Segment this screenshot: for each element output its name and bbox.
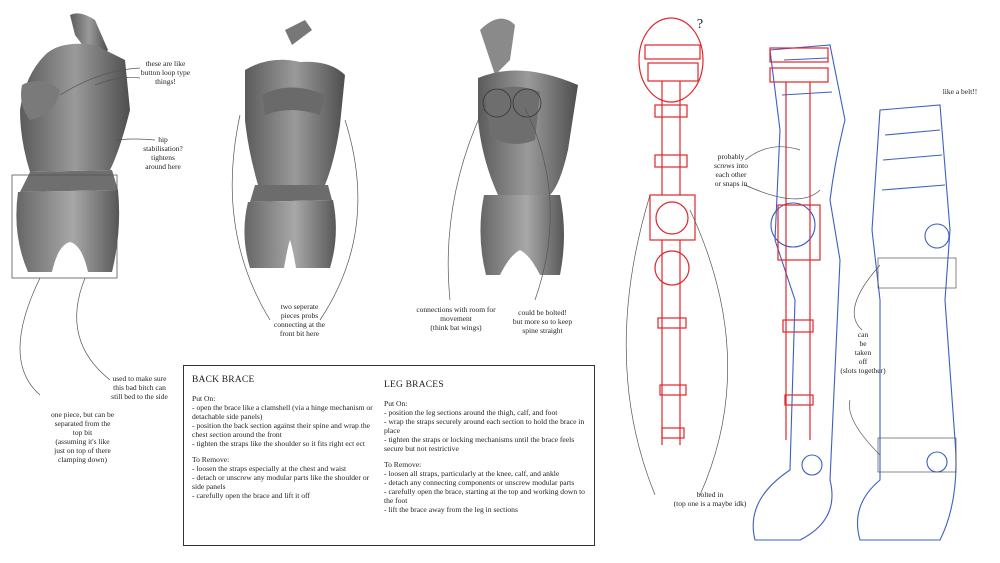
list-item: position the back section against their … [192,421,380,439]
blue-leg-brace-sketch [752,44,846,541]
list-item: detach or unscrew any modular parts like… [192,473,380,491]
red-leg-brace-sketch [638,17,704,445]
leg-braces-remove-list: loosen all straps, particularly at the k… [384,469,589,514]
note-button-loops: these are like button loop type things! [140,59,191,86]
back-brace-put-on-label: Put On: [192,394,216,403]
list-item: tighten the straps like the shoulder so … [192,439,380,448]
highlight-box [11,174,118,279]
note-connections: connections with room for movement (thin… [416,305,496,332]
list-item: lift the brace away from the leg in sect… [384,505,589,514]
red-overlay-sketch [769,47,829,440]
list-item: position the leg sections around the thi… [384,408,589,417]
leg-braces-section: LEG BRACES Put On: position the leg sect… [384,380,589,521]
back-brace-put-on-list: open the brace like a clamshell (via a h… [192,403,380,448]
back-brace-title: BACK BRACE [192,375,255,385]
note-one-piece: one piece, but can be separated from the… [50,410,115,464]
back-brace-section: BACK BRACE Put On: open the brace like a… [192,375,380,507]
render-back-view [244,20,345,268]
render-side-view [478,18,578,275]
note-can-be-taken-off: can be taken off (slots together) [840,330,886,375]
note-like-a-belt: like a belt!! [942,87,978,96]
list-item: wrap the straps securely around each sec… [384,417,589,435]
note-hip-stabilisation: hip stabilisation? tightens around here [143,135,183,171]
blue-full-leg-sketch [856,104,957,541]
note-two-pieces: two seperate pieces probs connecting at … [273,302,326,338]
annotation-arrows [19,67,551,396]
note-bolted-in: bolted in (top one is a maybe idk) [673,490,747,508]
leg-braces-put-on-label: Put On: [384,399,408,408]
list-item: carefully open the brace, starting at th… [384,487,589,505]
list-item: tighten the straps or locking mechanisms… [384,435,589,453]
list-item: loosen the straps especially at the ches… [192,464,380,473]
back-brace-remove-list: loosen the straps especially at the ches… [192,464,380,500]
list-item: open the brace like a clamshell (via a h… [192,403,380,421]
note-screws-in: probably screws into each other or snaps… [714,152,748,188]
render-front-view [11,13,130,279]
list-item: carefully open the brace and lift it off [192,491,380,500]
note-bed-to-side: used to make sure this bad bitch can sti… [111,374,168,401]
note-question-mark: ? [696,17,704,32]
leg-braces-put-on-list: position the leg sections around the thi… [384,408,589,453]
list-item: detach any connecting components or unsc… [384,478,589,487]
note-could-be-bolted: could be bolted! but more so to keep spi… [512,308,573,335]
sketch-annotation-arrows [625,146,881,496]
list-item: loosen all straps, particularly at the k… [384,469,589,478]
back-brace-remove-label: To Remove: [192,455,230,464]
instructions-box: BACK BRACE Put On: open the brace like a… [183,365,595,546]
leg-braces-title: LEG BRACES [384,380,444,390]
leg-braces-remove-label: To Remove: [384,460,422,469]
